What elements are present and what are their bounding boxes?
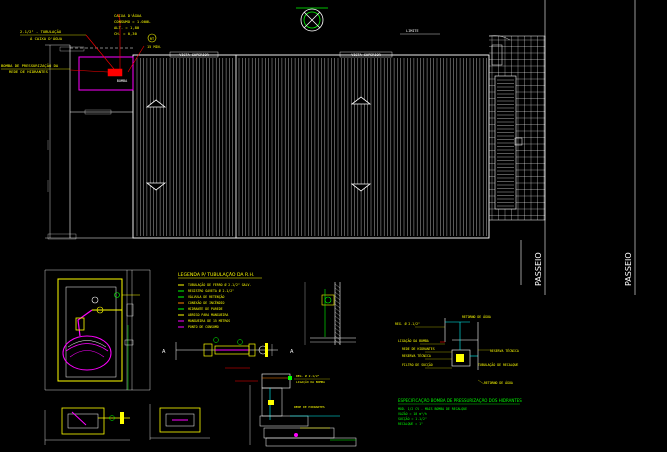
plan-detail-bottom[interactable] <box>44 404 210 445</box>
detail-note: RETORNO DE ÁGUA <box>462 314 491 319</box>
legend-item: REGISTRO GAVETA Ø 2.1/2" <box>188 288 234 293</box>
pump-tag: BOMBA <box>117 79 128 83</box>
annotation-pump: BOMBA DE PRESSURIZAÇÃO DA REDE DE HIDRAN… <box>1 63 70 74</box>
roof-label-left: VISTA SUPERIOR <box>179 53 209 57</box>
note-line: CONSUMO = 1.000L <box>114 19 151 24</box>
detail-note: REG. Ø 2.1/2" <box>395 321 420 326</box>
hydrant-cabinet-detail[interactable] <box>44 269 151 391</box>
wall-detail[interactable] <box>304 282 356 345</box>
note-line: BOMBA DE PRESSURIZAÇÃO DA <box>1 63 59 68</box>
spec-line: RECALQUE = 1" <box>398 422 423 426</box>
note-line: ALT. = 1,80 <box>114 25 140 30</box>
note-line: À CAIXA D'ÁGUA <box>30 36 63 41</box>
legend-item: HIDRANTE DE PAREDE <box>188 307 223 311</box>
legend-title: LEGENDA P/ TUBULAÇÃO DA R.H. <box>178 271 254 278</box>
note-line: 2.1/2" - TUBULAÇÃO <box>20 29 62 34</box>
rt-tag: RT <box>150 37 155 41</box>
detail-note: REDE DE HIDRANTES <box>294 405 325 409</box>
roof-label-right: VISTA SUPERIOR <box>351 53 381 57</box>
detail-note: LIGAÇÃO DA BOMBA <box>398 338 429 343</box>
legend: LEGENDA P/ TUBULAÇÃO DA R.H. TUBULAÇÃO D… <box>178 271 262 329</box>
north-arrow-icon <box>296 7 328 32</box>
spec-line: MOD. 1/2 CV - MAIS BOMBA DE RECALQUE <box>398 407 467 411</box>
legend-item: PONTO DE CONSUMO <box>188 325 219 329</box>
annotation-rt: RT 15 MIN. <box>147 33 162 49</box>
detail-note: FILTRO DE SUCÇÃO <box>402 362 433 367</box>
legend-item: MANGUEIRA DE 15 METROS <box>188 319 230 323</box>
annotation-pipe: 2.1/2" - TUBULAÇÃO À CAIXA D'ÁGUA <box>20 29 86 41</box>
sidewalk-label-1: PASSEIO <box>534 252 543 286</box>
legend-item: ABRIGO PARA MANGUEIRA <box>188 313 228 317</box>
roof-hatch-left <box>136 58 233 236</box>
annotation-caixa: CAIXA D'ÁGUA CONSUMO = 1.000L ALT. = 1,8… <box>114 13 151 36</box>
legend-item: TUBULAÇÃO DE FERRO Ø 2.1/2" GALV. <box>188 282 251 287</box>
pump-icon <box>107 68 123 77</box>
roof-plan[interactable]: VISTA SUPERIOR VISTA SUPERIOR LIMITE <box>45 29 490 240</box>
section-marker-right: A <box>290 349 294 355</box>
dimension-label: LIMITE <box>406 29 419 33</box>
slope-arrow-icon <box>145 96 372 192</box>
sidewalk-label-2: PASSEIO <box>624 252 633 286</box>
stair-grid[interactable] <box>488 35 546 221</box>
spec-line: VAZÃO = 10 m³/h <box>398 411 427 416</box>
note-line: REDE DE HIDRANTES <box>9 69 49 74</box>
spec-title: ESPECIFICAÇÃO BOMBA DE PRESSURIZAÇÃO DOS… <box>398 398 522 403</box>
detail-note: REG. Ø 2.1/2" <box>296 373 320 378</box>
detail-note: RESERVA TÉCNICA <box>402 353 431 358</box>
roof-hatch-right <box>238 58 487 236</box>
detail-note: TUBULAÇÃO DE RECALQUE <box>478 362 518 367</box>
note-line: CH. = 0,30 <box>114 31 138 36</box>
detail-note: REDE DE HIDRANTES <box>402 347 435 351</box>
pump-specification: ESPECIFICAÇÃO BOMBA DE PRESSURIZAÇÃO DOS… <box>398 398 522 426</box>
section-a[interactable]: A A <box>162 337 294 361</box>
legend-item: VÁLVULA DE RETENÇÃO <box>188 294 225 299</box>
pump-piping-detail[interactable]: REG. Ø 2.1/2" RETORNO DE ÁGUA LIGAÇÃO DA… <box>395 314 519 385</box>
legend-item: CONEXÃO DE INCÊNDIO <box>188 300 225 305</box>
detail-note: RETORNO DE ÁGUA <box>484 380 513 385</box>
section-marker-left: A <box>162 349 166 355</box>
detail-note: LIGAÇÃO DA BOMBA <box>296 379 325 384</box>
pump-room[interactable]: BOMBA <box>69 13 145 91</box>
spec-line: SUCÇÃO = 1.1/2" <box>398 416 427 421</box>
rt-time: 15 MIN. <box>147 45 162 49</box>
note-line: CAIXA D'ÁGUA <box>114 13 142 18</box>
sidewalk: PASSEIO PASSEIO <box>520 0 636 295</box>
detail-note: RESERVA TÉCNICA <box>490 348 519 353</box>
pump-elevation[interactable]: REG. Ø 2.1/2" LIGAÇÃO DA BOMBA REDE DE H… <box>225 367 357 447</box>
